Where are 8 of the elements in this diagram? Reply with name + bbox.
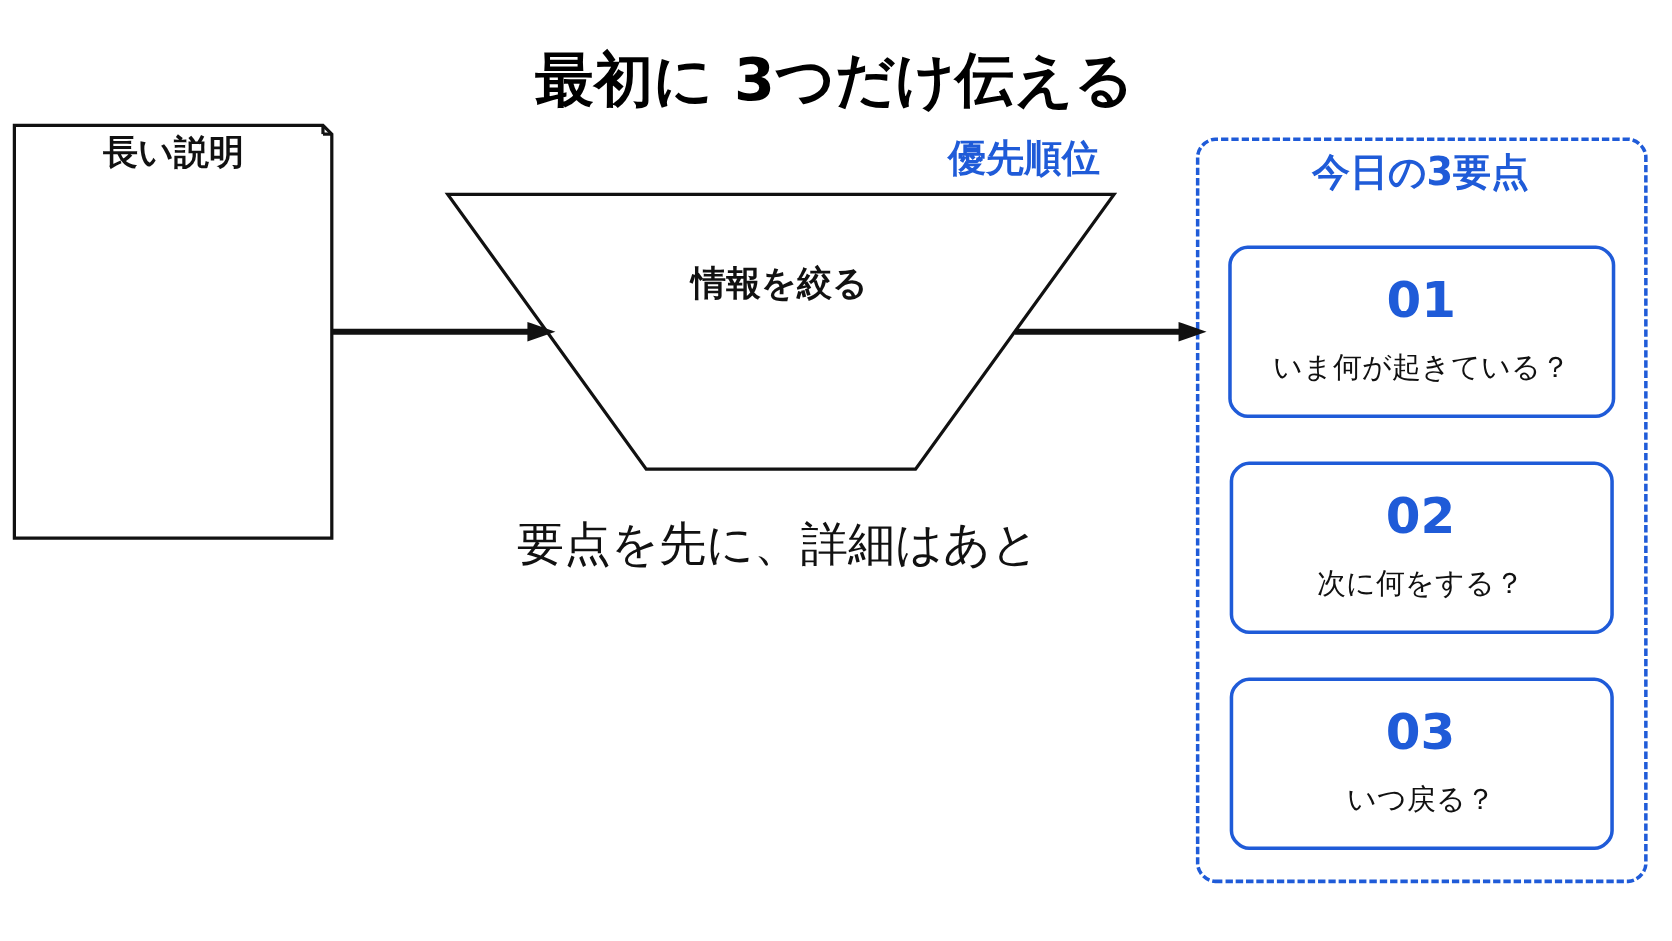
diagram-title: 最初に 3つだけ伝える (535, 44, 1134, 114)
node-box: 01 いま何が起きている？ (1228, 245, 1616, 418)
node-box: 02 次に何をする？ (1229, 461, 1614, 634)
caption: 要点を先に、詳細はあと (517, 515, 1040, 571)
node-box: 03 いつ戻る？ (1229, 677, 1614, 850)
arrow (1014, 321, 1207, 342)
arrow (331, 321, 556, 342)
node-label: 優先順位 (947, 135, 1100, 180)
